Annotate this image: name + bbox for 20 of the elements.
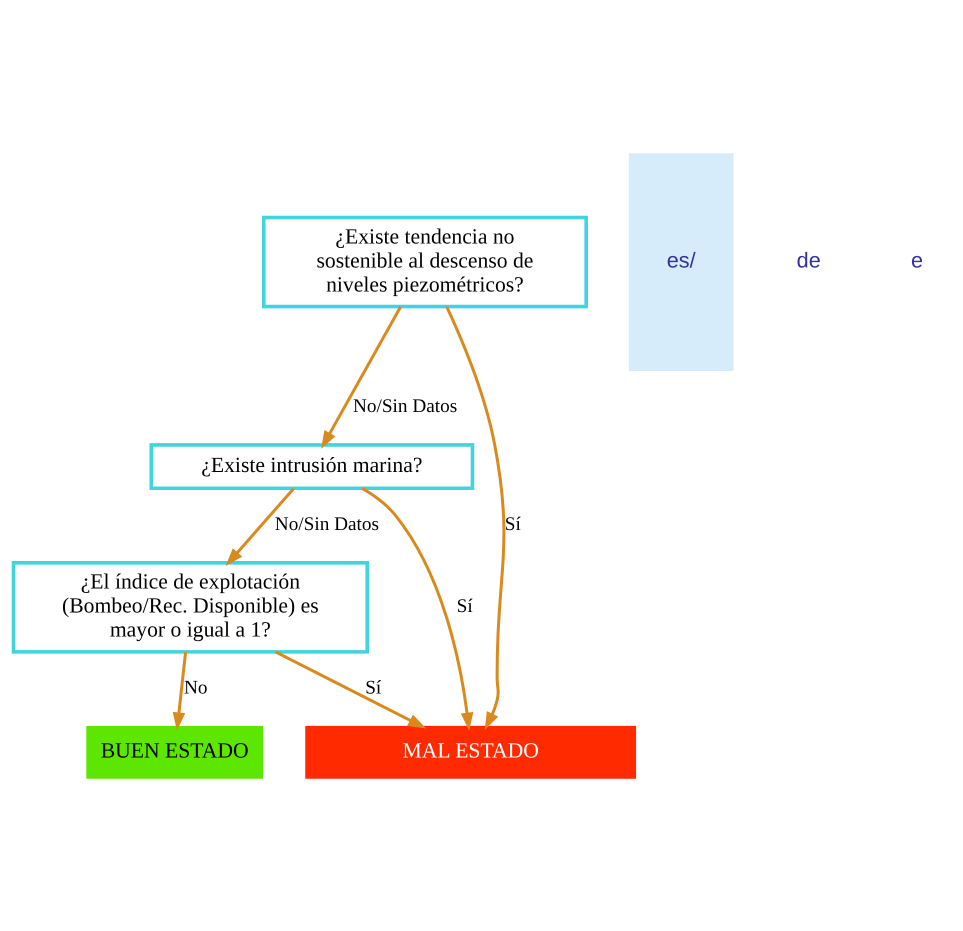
arrow [172, 651, 188, 730]
node-box: MAL ESTADO [305, 725, 636, 778]
edge-label: Sí [365, 677, 382, 698]
node-box: BUEN ESTADO [86, 725, 264, 778]
node-box: ¿El índice de explotación (Bombeo/Rec. Disponible) es mayor o igual a 1? [12, 560, 370, 654]
node-box: ¿Existe intrusión marina? [149, 442, 474, 490]
arrow [226, 487, 295, 566]
node-box: ¿Existe tendencia no sostenible al descenso de niveles piezométricos? [262, 215, 588, 308]
node-box: es/ [628, 152, 734, 370]
edge-label: Sí [456, 595, 473, 616]
arrow [274, 650, 426, 728]
label: e [910, 246, 924, 272]
edge-label: No/Sin Datos [353, 396, 458, 417]
label: de [796, 246, 821, 272]
arrow [361, 486, 474, 730]
edge-label: No [184, 677, 208, 698]
edge-label: Sí [504, 514, 521, 535]
arrow [445, 306, 506, 730]
arrow [321, 305, 402, 448]
edge-label: No/Sin Datos [274, 514, 380, 535]
